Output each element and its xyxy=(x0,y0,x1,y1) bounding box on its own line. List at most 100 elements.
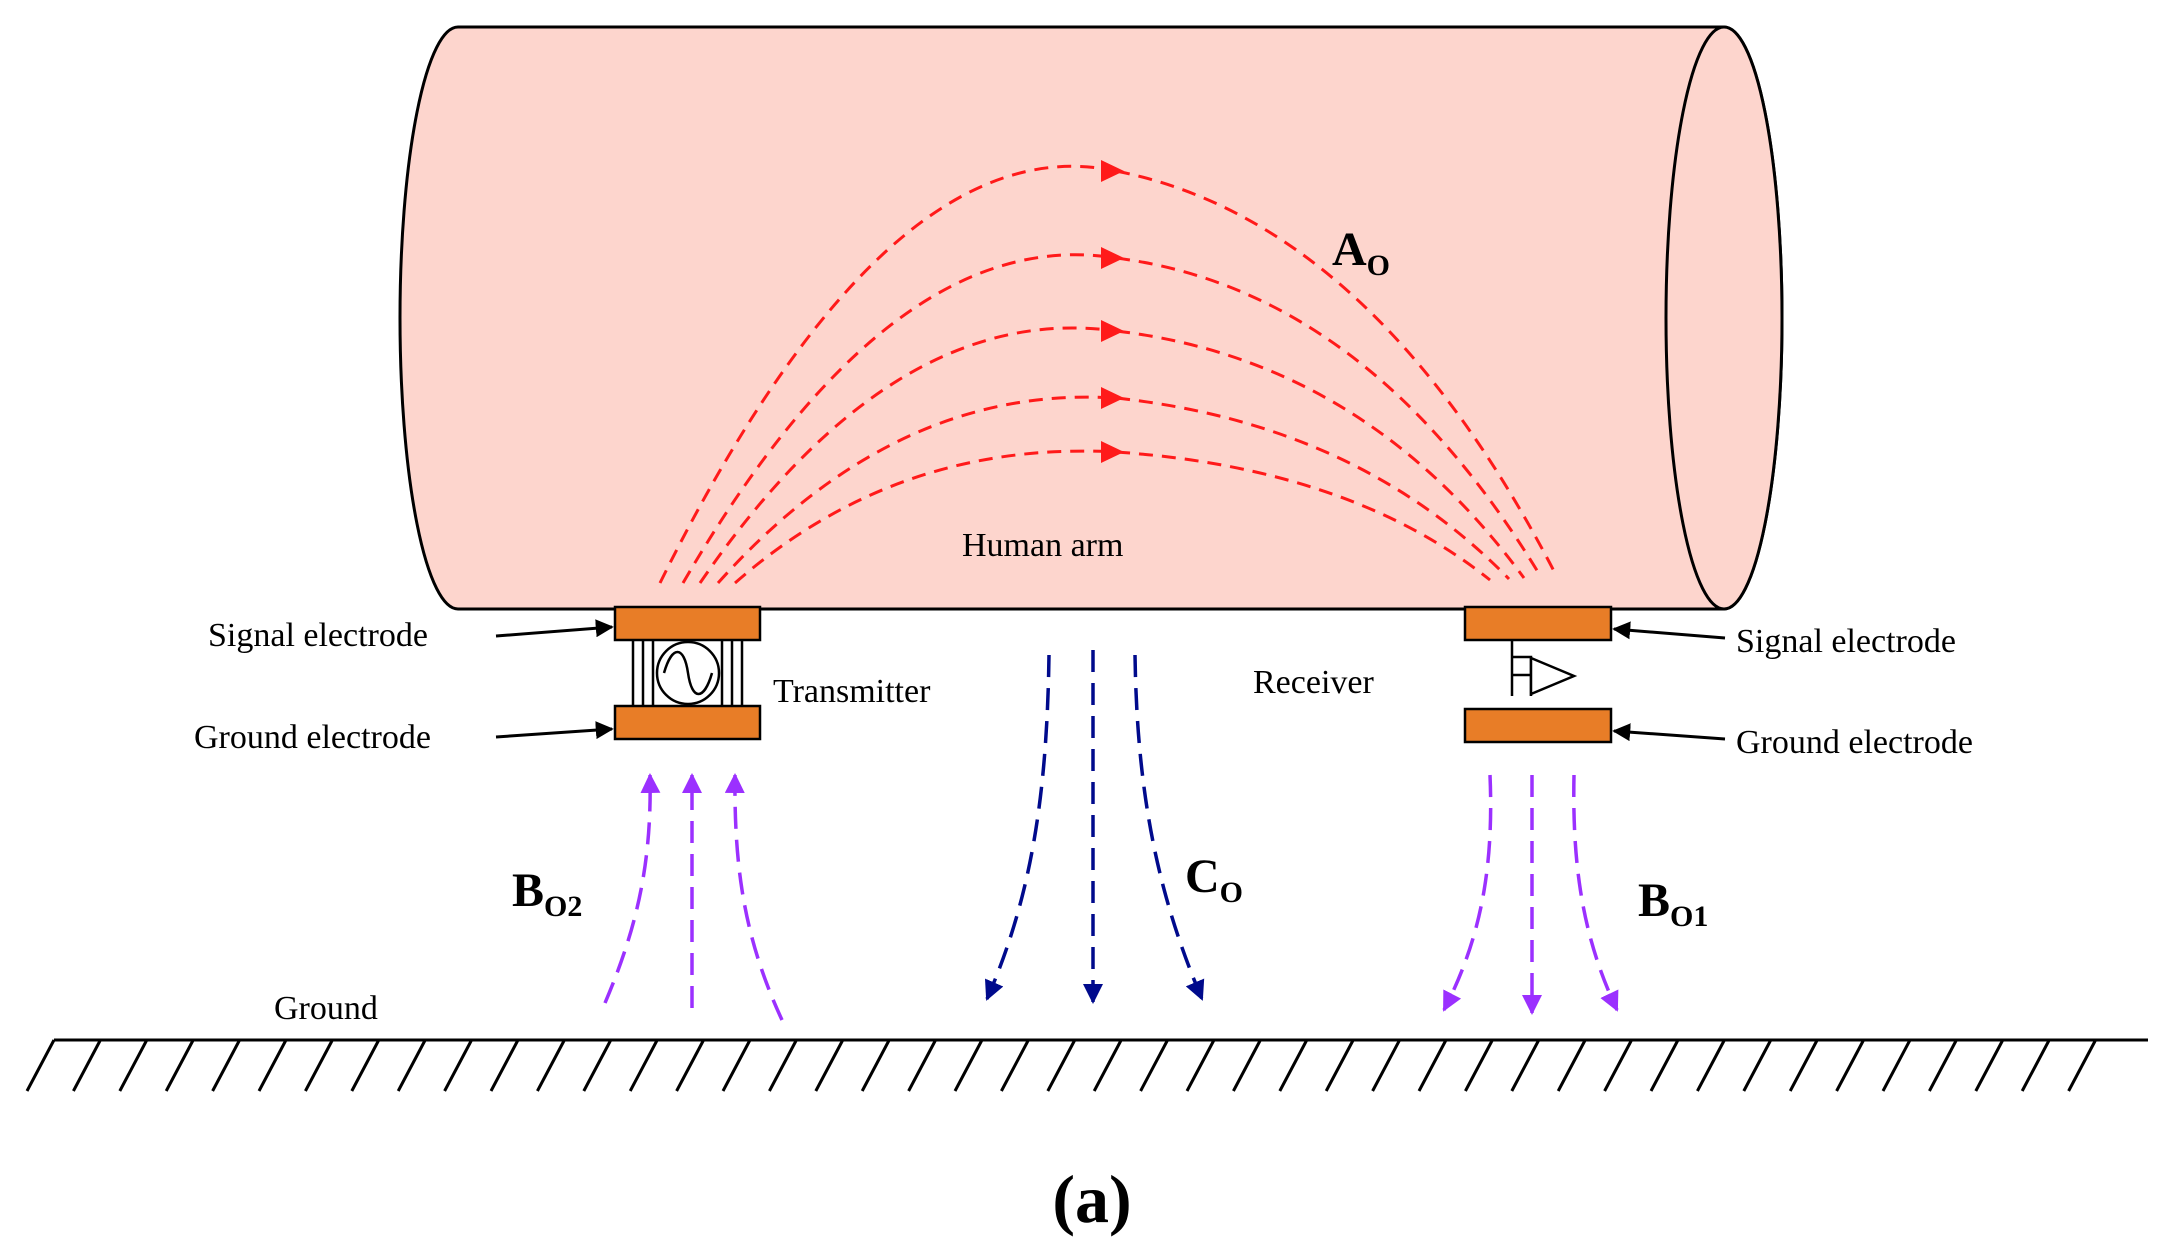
ground-hatch xyxy=(1371,1039,1401,1092)
ground-hatch xyxy=(2020,1039,2051,1092)
ground-hatch xyxy=(1417,1039,1448,1092)
ground-hatch xyxy=(953,1039,984,1092)
ground-hatch xyxy=(582,1039,613,1092)
path-a-arrowheads xyxy=(1101,160,1124,463)
tx-connector-lines xyxy=(631,640,744,706)
ground-hatch xyxy=(768,1039,798,1092)
ground-hatch xyxy=(211,1039,241,1092)
tx-ground-electrode-label: Ground electrode xyxy=(194,719,431,756)
ground-hatch xyxy=(907,1039,937,1092)
b1-arrow-left xyxy=(1442,774,1493,1012)
arc-5-arrow xyxy=(1101,441,1124,463)
ground-hatch xyxy=(1324,1039,1355,1092)
rx-signal-electrode xyxy=(1463,605,1613,642)
ground-hatch xyxy=(1232,1039,1262,1092)
b1-arrow-right xyxy=(1572,774,1619,1012)
ground-hatch xyxy=(1835,1039,1865,1092)
arc-5-tail xyxy=(1115,450,1491,582)
rx-ground-electrode-label: Ground electrode xyxy=(1736,724,1973,761)
ground-hatch xyxy=(1696,1039,1726,1092)
c-arrow-left xyxy=(984,654,1051,1001)
path-c-arrows xyxy=(984,650,1205,1004)
ground-hatch xyxy=(1928,1039,1958,1092)
path-c-label: CO xyxy=(1185,850,1243,909)
ground-hatch xyxy=(350,1039,381,1092)
ground-hatch xyxy=(1092,1039,1123,1092)
arm-body xyxy=(398,25,1784,611)
arc-2 xyxy=(681,253,1117,584)
ground-hatch xyxy=(1649,1039,1680,1092)
tx-signal-electrode xyxy=(613,605,762,642)
ground-hatch xyxy=(396,1039,427,1092)
ground-hatch xyxy=(860,1039,891,1092)
b2-arrow-right xyxy=(724,773,784,1021)
ground-hatch xyxy=(1603,1039,1633,1092)
ground-hatch xyxy=(443,1039,473,1092)
callout-tx-signal xyxy=(495,619,614,638)
ground-hatch xyxy=(675,1039,705,1092)
path-b2-label: BO2 xyxy=(512,864,582,923)
human-arm-cylinder xyxy=(398,25,1784,611)
ground-hatch xyxy=(536,1039,566,1092)
rx-wiring xyxy=(1510,640,1533,696)
arc-1-tail xyxy=(1115,169,1558,576)
ground-hatch xyxy=(1881,1039,1912,1092)
ground-hatch xyxy=(1139,1039,1169,1092)
amplifier-icon xyxy=(1529,656,1578,696)
ground-hatch xyxy=(304,1039,334,1092)
ground-hatching xyxy=(25,1039,2097,1092)
ground-hatch xyxy=(1556,1039,1587,1092)
ground-hatch xyxy=(72,1039,102,1092)
ground-hatch xyxy=(628,1039,659,1092)
ground-hatch xyxy=(25,1039,56,1092)
arc-4-arrow xyxy=(1101,387,1124,409)
ground-hatch xyxy=(257,1039,288,1092)
callout-tx-ground xyxy=(495,721,614,740)
path-a-label: AO xyxy=(1332,223,1390,282)
arc-2-tail xyxy=(1115,256,1543,578)
human-arm-label: Human arm xyxy=(962,527,1123,564)
ground-hatch xyxy=(1974,1039,2005,1092)
ground-hatch xyxy=(1742,1039,1773,1092)
ground-hatch xyxy=(814,1039,845,1092)
ground-hatch xyxy=(1464,1039,1494,1092)
c-arrow-right xyxy=(1133,654,1205,1001)
rx-ground-electrode xyxy=(1463,707,1613,744)
ground-hatch xyxy=(1510,1039,1541,1092)
arc-3-arrow xyxy=(1101,320,1124,342)
ground-hatch xyxy=(489,1039,520,1092)
ground-hatch xyxy=(2067,1039,2097,1092)
arc-3 xyxy=(698,326,1117,584)
tx-ground-electrode xyxy=(613,704,762,741)
receiver xyxy=(1463,605,1613,744)
path-b2-arrows xyxy=(603,773,784,1021)
ground-hatch xyxy=(1185,1039,1216,1092)
ground-hatch xyxy=(1046,1039,1077,1092)
rx-signal-electrode-label: Signal electrode xyxy=(1736,623,1956,660)
path-b1-label: BO1 xyxy=(1638,874,1708,933)
ground-hatch xyxy=(1278,1039,1309,1092)
arc-5 xyxy=(734,449,1117,585)
ground-hatch xyxy=(721,1039,752,1092)
arm-end-face xyxy=(1664,25,1784,611)
ground-hatch xyxy=(164,1039,195,1092)
figure-caption: (a) xyxy=(1052,1161,1131,1237)
arc-4 xyxy=(716,395,1117,585)
transmitter xyxy=(613,605,762,741)
electrode-callouts xyxy=(495,619,1726,742)
path-b1-arrows xyxy=(1442,774,1619,1015)
callout-rx-signal xyxy=(1612,621,1726,640)
callout-rx-ground xyxy=(1612,723,1726,742)
ground-hatch xyxy=(1788,1039,1819,1092)
b2-arrow-left xyxy=(603,773,661,1004)
transmitter-label: Transmitter xyxy=(773,673,931,710)
ground-label: Ground xyxy=(274,990,378,1027)
arc-3-tail xyxy=(1115,329,1526,579)
ground-hatch xyxy=(118,1039,149,1092)
arc-2-arrow xyxy=(1101,247,1124,269)
arc-1-arrow xyxy=(1101,160,1124,182)
path-a-arcs xyxy=(658,164,1558,585)
sine-wave-icon xyxy=(662,651,714,695)
tx-signal-electrode-label: Signal electrode xyxy=(208,617,428,654)
